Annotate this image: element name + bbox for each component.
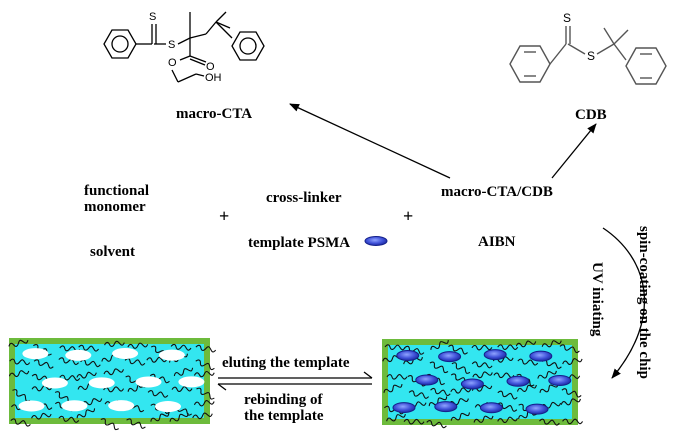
methyl-bond bbox=[215, 11, 227, 23]
empty-cavity bbox=[155, 401, 181, 413]
methyl-bond bbox=[215, 21, 231, 29]
bond bbox=[549, 43, 567, 65]
template-molecule bbox=[506, 375, 530, 387]
bond bbox=[195, 73, 205, 77]
bond bbox=[613, 43, 627, 61]
cdb-atom-s-thione: S bbox=[563, 11, 571, 25]
label-rebinding-line2: the template bbox=[244, 408, 324, 424]
template-molecule bbox=[529, 350, 553, 362]
cdb-structure: S S bbox=[509, 11, 667, 85]
empty-cavity bbox=[135, 376, 162, 388]
plus-sign: + bbox=[403, 206, 413, 226]
atom-s-thione: S bbox=[149, 11, 156, 23]
atom-o-carbonyl: O bbox=[206, 61, 215, 73]
template-molecule bbox=[396, 350, 420, 362]
carbonyl-bond bbox=[189, 55, 207, 63]
methyl-bond bbox=[603, 27, 615, 45]
bond bbox=[177, 73, 197, 83]
macro-cta-structure: S S O O OH bbox=[103, 11, 265, 84]
label-cross-linker: cross-linker bbox=[266, 190, 342, 206]
arrow-to-cdb bbox=[551, 123, 597, 179]
bond bbox=[596, 43, 615, 55]
bond bbox=[205, 21, 217, 35]
reverse-arrow-head bbox=[217, 383, 227, 391]
template-molecule bbox=[525, 403, 549, 415]
template-molecule bbox=[392, 402, 416, 414]
empty-cavity bbox=[158, 349, 185, 361]
template-molecule bbox=[434, 401, 458, 413]
empty-cavity bbox=[41, 377, 68, 389]
bond bbox=[171, 69, 179, 83]
forward-arrow-head bbox=[363, 371, 373, 379]
label-rebinding-line1: rebinding of bbox=[244, 392, 323, 408]
empty-cavity bbox=[65, 349, 92, 361]
bond bbox=[177, 37, 191, 45]
empty-cavity bbox=[18, 400, 45, 412]
label-cdb: CDB bbox=[575, 107, 607, 123]
label-eluting: eluting the template bbox=[222, 355, 350, 371]
template-molecule bbox=[415, 374, 439, 386]
aromatic-circle bbox=[239, 37, 257, 55]
template-molecule bbox=[460, 378, 484, 390]
carbonyl-bond bbox=[189, 58, 206, 66]
arrow-to-macro-cta bbox=[289, 103, 451, 179]
aromatic-circle bbox=[111, 35, 129, 53]
label-macro-cta-cdb: macro-CTA/CDB bbox=[441, 184, 553, 200]
label-functional-monomer-line2: monomer bbox=[84, 199, 146, 215]
imprinted-film-eluted bbox=[7, 337, 217, 432]
empty-cavity bbox=[112, 347, 139, 359]
benzene-ring bbox=[509, 45, 551, 83]
imprinted-film-loaded bbox=[381, 337, 584, 429]
template-molecule bbox=[479, 402, 503, 414]
benzene-ring bbox=[103, 29, 137, 59]
template-molecule-icon bbox=[364, 236, 388, 246]
benzene-ring bbox=[625, 47, 667, 85]
template-molecule bbox=[438, 351, 462, 363]
cdb-atom-s-thio: S bbox=[587, 49, 595, 63]
atom-o-ester: O bbox=[168, 57, 177, 69]
empty-cavity bbox=[178, 376, 205, 388]
atom-oh: OH bbox=[205, 72, 222, 84]
template-molecule bbox=[548, 375, 572, 387]
methyl-bond bbox=[613, 29, 629, 45]
label-macro-cta: macro-CTA bbox=[176, 106, 252, 122]
bond bbox=[179, 55, 191, 61]
empty-cavity bbox=[61, 400, 88, 412]
plus-sign: + bbox=[219, 206, 229, 226]
empty-cavity bbox=[22, 348, 49, 360]
atom-s-thio: S bbox=[168, 39, 175, 51]
label-uv-initiating: UV iniating bbox=[589, 262, 605, 337]
label-functional-monomer-line1: functional bbox=[84, 183, 149, 199]
empty-cavity bbox=[108, 400, 135, 412]
benzene-ring bbox=[231, 31, 265, 61]
curved-process-arrow bbox=[602, 227, 646, 379]
empty-cavity bbox=[88, 377, 115, 389]
bond bbox=[215, 21, 233, 39]
bond bbox=[567, 43, 586, 55]
template-molecule bbox=[483, 349, 507, 361]
label-template-psma: template PSMA bbox=[248, 235, 350, 251]
label-spin-coating: spin-coating on the chip bbox=[636, 226, 652, 379]
bond bbox=[189, 33, 207, 39]
label-aibn: AIBN bbox=[478, 234, 516, 250]
label-solvent: solvent bbox=[90, 244, 135, 260]
